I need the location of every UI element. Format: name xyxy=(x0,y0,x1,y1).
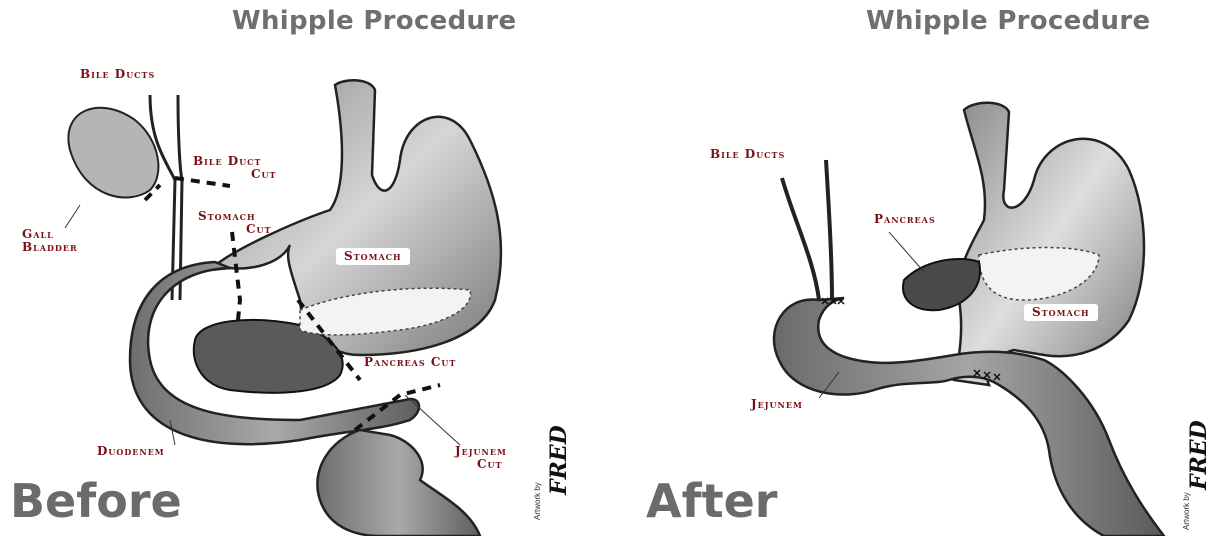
after-illustration xyxy=(604,0,1208,536)
panel-title: Whipple Procedure xyxy=(232,6,516,36)
stomach-cut-line xyxy=(232,232,240,320)
bile-duct-cut-label: Bile Duct Cut xyxy=(193,155,276,181)
after-panel: Whipple Procedure Bile Ducts Pancreas St… xyxy=(604,0,1208,536)
before-panel: Whipple Procedure Bile Ducts Bile Duct C… xyxy=(0,0,604,536)
label-line: Cut xyxy=(198,223,271,236)
stomach-label: Stomach xyxy=(1024,304,1098,321)
stage-label: After xyxy=(646,474,778,528)
stomach-shape xyxy=(954,103,1144,385)
jejunem-cut-label: Jejunem Cut xyxy=(455,445,507,471)
pancreas-label: Pancreas xyxy=(874,213,936,226)
gall-bladder-label: Gall Bladder xyxy=(22,228,78,254)
label-line: Bladder xyxy=(22,241,78,254)
artwork-credit: Artwork by xyxy=(1182,492,1191,530)
stage-label: Before xyxy=(10,474,182,528)
artist-signature: FRED xyxy=(546,425,572,495)
stomach-cut-label: Stomach Cut xyxy=(198,210,271,236)
bile-ducts-label: Bile Ducts xyxy=(710,148,785,161)
bile-duct-shape xyxy=(782,178,819,300)
label-line: Cut xyxy=(193,168,276,181)
bile-ducts-label: Bile Ducts xyxy=(80,68,155,81)
pancreas-cut-label: Pancreas Cut xyxy=(364,356,456,369)
artwork-credit: Artwork by xyxy=(533,482,542,520)
stomach-label: Stomach xyxy=(336,248,410,265)
artist-signature: FRED xyxy=(1186,420,1208,490)
duodenem-label: Duodenem xyxy=(97,445,165,458)
panel-title: Whipple Procedure xyxy=(866,6,1150,36)
label-line: Cut xyxy=(455,458,507,471)
bile-duct-shape xyxy=(150,95,175,300)
bile-duct-shape xyxy=(826,160,832,300)
jejunem-label: Jejunem xyxy=(751,398,803,411)
gall-bladder-shape xyxy=(68,108,158,198)
